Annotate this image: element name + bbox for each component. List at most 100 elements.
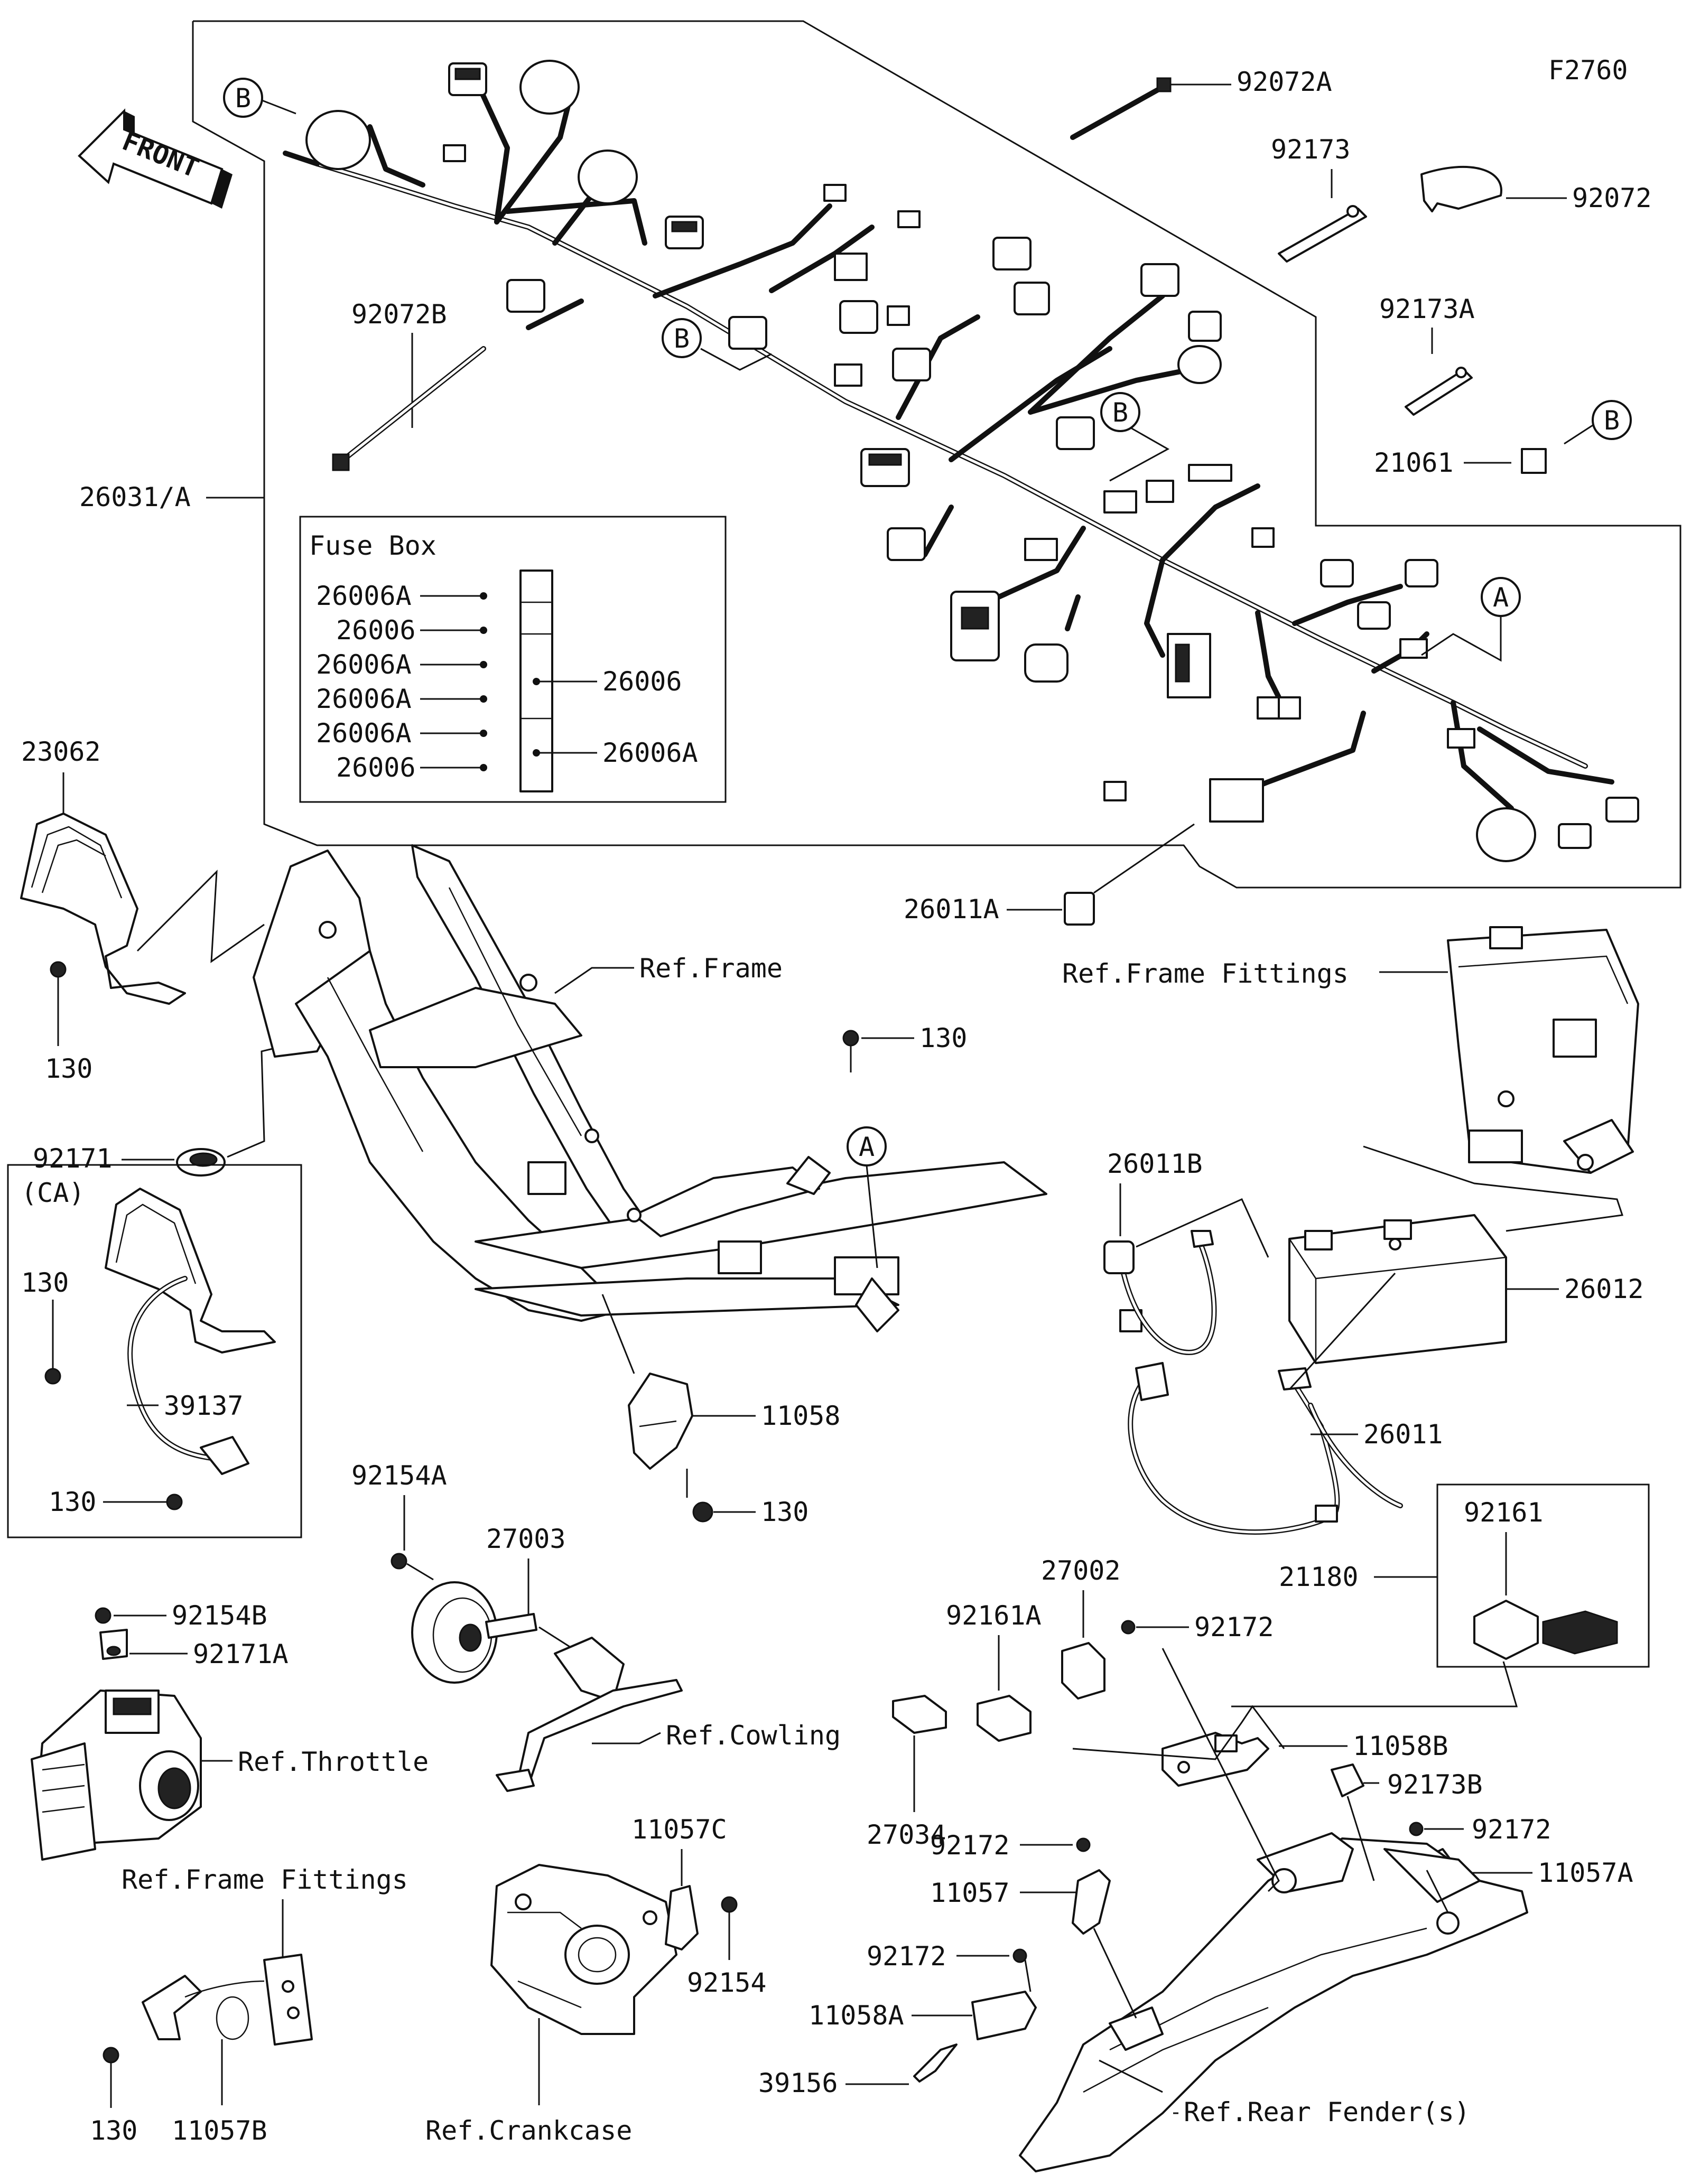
bracket-11057-icon [1072,1869,1111,1935]
label-92154B: 92154B [172,1600,267,1631]
bracket-11057C-icon [665,1885,699,1950]
fuse-label: 26006A [316,581,412,611]
ca-variant-panel [7,1164,302,1538]
screw-92172-d-icon [1012,1948,1027,1963]
bolt-92154B-icon [95,1607,112,1624]
screw-92172-a-icon [1121,1620,1136,1635]
label-92072A: 92072A [1237,67,1332,97]
bracket-11058-icon [628,1373,693,1470]
callout-b-1: B [223,78,296,118]
ref-frame-fittings-2: Ref.Frame Fittings [122,1864,408,1895]
svg-text:B: B [1112,397,1128,428]
svg-text:B: B [674,323,690,354]
label-26011A: 26011A [904,894,999,925]
ref-frame: Ref.Frame [639,953,783,984]
bolt-130-d-icon [103,2047,119,2064]
fuse-box-title: Fuse Box [309,530,436,561]
bracket-11057B-icon [142,1954,313,2046]
label-92161: 92161 [1464,1497,1544,1528]
svg-text:A: A [1493,582,1509,613]
label-11058: 11058 [761,1401,841,1431]
bracket-11058A-icon [971,1991,1037,2040]
svg-text:B: B [235,83,251,114]
clamp-92072-icon [1420,165,1502,212]
terminal-cap-26011A-icon [1064,892,1095,926]
fuse-label: 26006 [602,666,682,697]
label-21061: 21061 [1374,447,1454,478]
cable-tie-92072A-icon [1070,77,1172,140]
clip-92173B-icon [1331,1763,1364,1797]
label-92154A: 92154A [351,1460,447,1491]
label-27002: 27002 [1041,1555,1121,1586]
rear-fender-illustration [1019,1832,1528,2172]
plate-92173-icon [1278,205,1367,263]
clip-92171-icon [176,1148,226,1177]
front-arrow-icon: FRONT [78,108,233,209]
bolt-92154A-icon [391,1553,407,1570]
cable-26011B-icon [1103,1230,1217,1355]
fuse-label: 26006A [602,738,698,768]
fuse-box-left-labels: 26006A 26006 26006A 26006A 26006A 26006 [316,581,416,783]
label-130-ca1: 130 [21,1267,69,1298]
label-92172-b: 92172 [1472,1814,1551,1845]
svg-text:A: A [859,1132,875,1162]
relay-92161-icon [1473,1600,1618,1660]
ref-crankcase: Ref.Crankcase [425,2115,632,2146]
relay-27002-icon [1061,1642,1105,1700]
fuse-label: 26006A [316,684,412,714]
label-92171A: 92171A [193,1639,289,1669]
label-26031: 26031/A [79,482,191,512]
ref-throttle: Ref.Throttle [238,1747,429,1777]
label-21180: 21180 [1279,1562,1359,1592]
callout-b-3: B [1100,392,1170,482]
crankcase-icon [490,1864,677,2035]
label-27034: 27034 [867,1819,946,1850]
frame-illustration [253,844,1047,1332]
label-27003: 27003 [486,1524,566,1554]
label-92173B: 92173B [1387,1769,1483,1800]
label-11057: 11057 [930,1878,1010,1908]
pad-39156-icon [913,2043,958,2083]
cable-26011-icon [1128,1362,1403,1535]
label-11057A: 11057A [1538,1858,1633,1888]
callout-a-2: A [847,1126,887,1268]
variant-21180-panel [1436,1483,1650,1668]
throttle-body-icon [31,1690,202,1861]
label-92154: 92154 [687,1967,767,1998]
fuse-label: 26006A [316,649,412,680]
fuse-label: 26006A [316,718,412,749]
label-23062: 23062 [21,736,101,767]
main-wiring-harness [283,60,1639,1332]
horn-27003-icon [411,1581,537,1684]
svg-text:B: B [1604,405,1620,436]
battery-26012-icon [1288,1214,1507,1364]
clip-92171A-icon [99,1629,128,1660]
label-11058B: 11058B [1353,1731,1448,1761]
label-130-c: 130 [761,1497,809,1527]
callout-a-1: A [1421,577,1521,662]
cable-tie-92072B-icon [332,346,486,471]
bracket-23062-icon [20,813,186,1005]
label-92171: 92171 [33,1143,113,1174]
fuse-label: 26006 [336,615,416,646]
label-92173A: 92173A [1379,294,1475,324]
screw-92172-b-icon [1409,1822,1424,1836]
label-92161A: 92161A [946,1600,1042,1631]
label-26012: 26012 [1564,1274,1644,1304]
label-92173: 92173 [1271,134,1351,165]
figure-code: F2760 [1548,55,1628,86]
bolt-92154-icon [721,1896,738,1913]
ref-frame-fittings: Ref.Frame Fittings [1062,958,1349,989]
nut-130-c-icon [692,1501,713,1523]
label-92172-a: 92172 [1194,1612,1274,1642]
bolt-130-a-icon [50,961,67,978]
label-26011: 26011 [1363,1419,1443,1450]
bolt-130-ca1-icon [44,1368,61,1385]
label-11057C: 11057C [631,1814,727,1845]
harness-group-outline [192,20,1681,889]
cap-21061-icon [1521,448,1547,474]
bolt-130-ca2-icon [166,1494,183,1510]
label-130-d: 130 [90,2115,137,2146]
fuse-label: 26006 [336,752,416,783]
